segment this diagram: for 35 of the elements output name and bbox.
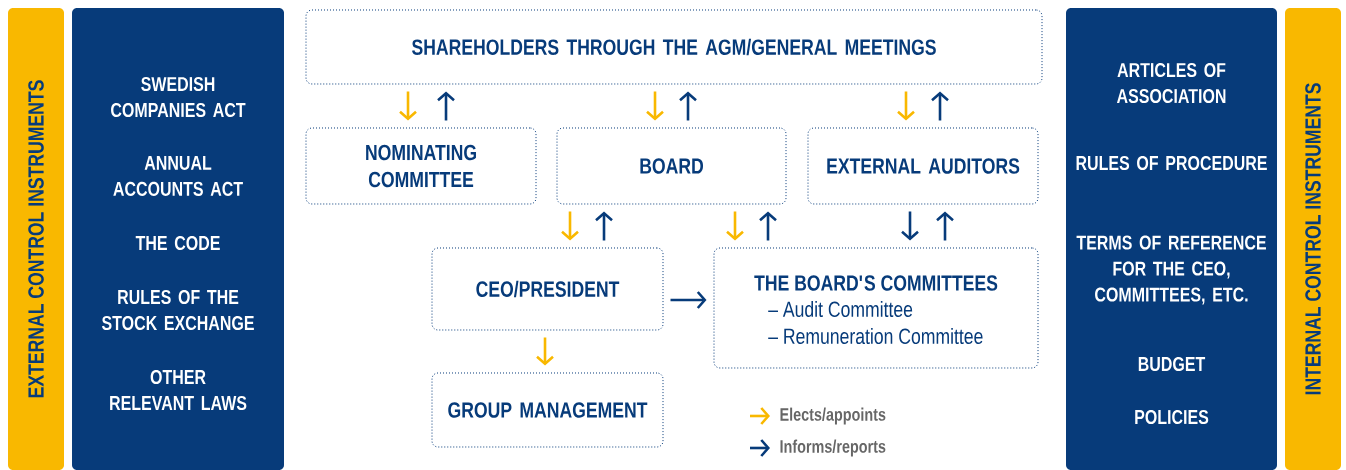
arrow: [437, 91, 455, 121]
legend-label: Informs/reports: [780, 439, 886, 457]
instrument-name: POLICIES: [1135, 409, 1209, 425]
arrow: [536, 337, 554, 366]
legend-label: Elects/appoints: [780, 407, 886, 425]
arrow: [726, 211, 744, 241]
arrow: [931, 91, 949, 121]
process-box: EXTERNAL AUDITORS: [807, 127, 1039, 205]
instrument-name: OTHER RELEVANT LAWS: [110, 369, 247, 411]
committee-box: THE BOARD'S COMMITTEES – Audit Committee – Remuneration Committee: [713, 247, 1039, 369]
process-box: CEO/PRESIDENT: [431, 247, 664, 331]
instrument-name: THE CODE: [135, 235, 220, 251]
instrument-name: RULES OF PROCEDURE: [1076, 155, 1267, 171]
arrow: [936, 211, 954, 241]
arrow: [759, 211, 777, 241]
instrument-name: ANNUAL ACCOUNTS ACT: [113, 156, 243, 196]
arrow: [399, 91, 417, 121]
instrument-name: RULES OF THE STOCK EXCHANGE: [101, 289, 254, 331]
arrow: [646, 91, 664, 121]
instrument-name: ARTICLES OF ASSOCIATION: [1116, 62, 1226, 104]
process-box: BOARD: [556, 127, 787, 205]
arrow: [595, 211, 613, 241]
instrument-name: TERMS OF REFERENCE FOR THE CEO, COMMITTEES, ETC.: [1076, 235, 1266, 305]
vertical-band: INTERNAL CONTROL INSTRUMENTS: [1285, 8, 1341, 470]
instrument-name: SWEDISH COMPANIES ACT: [111, 76, 246, 118]
arrow: [897, 91, 915, 121]
process-box: NOMINATING COMMITTEE: [305, 127, 537, 205]
vertical-band: EXTERNAL CONTROL INSTRUMENTS: [8, 8, 64, 470]
arrow: [670, 291, 707, 309]
process-box: SHAREHOLDERS THROUGH THE AGM/GENERAL MEETINGS: [305, 9, 1043, 85]
arrow: [679, 91, 697, 121]
arrow: [901, 211, 919, 241]
process-box: GROUP MANAGEMENT: [431, 372, 664, 448]
instrument-name: BUDGET: [1138, 356, 1206, 372]
arrow: [561, 211, 579, 241]
